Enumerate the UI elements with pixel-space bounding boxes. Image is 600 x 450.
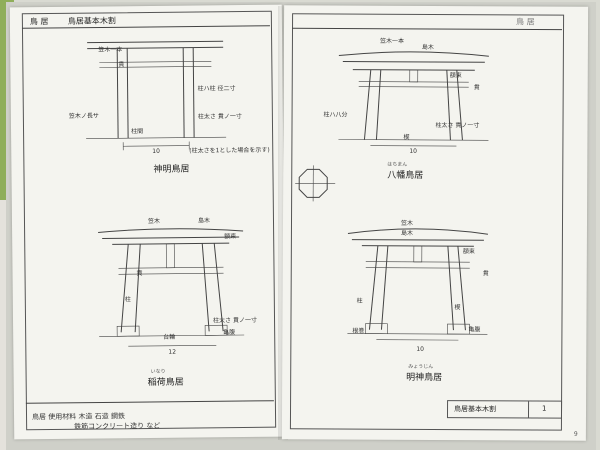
hachiman-label-kusabi: 楔 <box>403 133 410 141</box>
myojin-torii-drawing <box>347 228 489 341</box>
myojin-label-nemaki: 根巻 <box>352 327 365 335</box>
section-label: 鳥 居 <box>29 17 49 27</box>
shinmei-label-kasagi: 笠木一本 <box>98 46 123 54</box>
shinmei-torii-title: 神明鳥居 <box>153 164 190 175</box>
inari-label-hashira: 柱 <box>124 296 131 304</box>
inari-label-nuki: 貫 <box>136 270 143 278</box>
hachiman-label-kasagi: 笠木一本 <box>379 37 404 45</box>
inari-dimension: 12 <box>168 348 177 356</box>
hachiman-torii-title: 八幡鳥居 <box>387 170 424 181</box>
shinmei-label-kasagi-length: 笠木ノ長サ <box>68 112 99 120</box>
myojin-dimension: 10 <box>416 345 424 353</box>
shinmei-note: (柱太さを1とした場合を示す) <box>189 146 270 155</box>
inari-label-shimaki: 島木 <box>197 217 211 225</box>
hachiman-label-nuki: 貫 <box>473 84 480 92</box>
right-header-rule <box>292 27 563 31</box>
myojin-torii-title: 明神鳥居 <box>406 372 443 384</box>
hachiman-label-futosa: 柱太さ 貫ノ一寸 <box>435 122 480 130</box>
right-header-label: 鳥 居 <box>516 17 535 27</box>
left-page: 鳥 居 鳥居基本木割 笠木一本 貫 柱ハ柱 径二寸 柱太さ 貫ノ一寸 笠木ノ長サ… <box>9 4 287 440</box>
title-block-divider <box>527 401 530 418</box>
title-block-number: 1 <box>542 404 547 413</box>
myojin-label-kamebara: 亀腹 <box>468 326 481 334</box>
page-title: 鳥居基本木割 <box>67 16 116 26</box>
page-number: 9 <box>573 430 578 438</box>
title-block-name: 鳥居基本木割 <box>454 405 497 414</box>
inari-label-futosa: 柱太さ 貫ノ一寸 <box>213 316 257 325</box>
right-page: 鳥 居 笠木一本 島木 額束 貫 柱ハ八分 柱太さ 貫ノ一寸 楔 10 はちまん… <box>281 5 589 441</box>
hachiman-label-shimaki: 島木 <box>421 43 434 51</box>
header-rule <box>21 25 270 29</box>
shinmei-label-futosa: 柱太さ 貫ノ一寸 <box>197 113 242 121</box>
hachiman-dimension: 10 <box>409 147 418 155</box>
inari-torii-title: 稲荷鳥居 <box>147 377 184 389</box>
myojin-label-hashira: 柱 <box>356 297 363 305</box>
inari-label-kamebara: 亀腹 <box>223 329 236 337</box>
inari-label-daiwa: 台輪 <box>163 333 176 341</box>
shinmei-label-nuki: 貫 <box>118 61 125 69</box>
myojin-label-kusabi: 楔 <box>454 304 461 312</box>
hachiman-label-hashira: 柱ハ八分 <box>323 111 348 119</box>
title-block: 鳥居基本木割 1 <box>446 400 563 419</box>
myojin-label-nuki: 貫 <box>482 270 489 278</box>
inari-label-gakuzuka: 額束 <box>224 233 237 241</box>
shinmei-label-bay: 柱間 <box>131 128 144 136</box>
hachiman-label-gakuzuka: 額束 <box>449 72 462 80</box>
inari-torii-drawing <box>98 228 245 347</box>
pillar-section-detail <box>295 165 336 202</box>
materials-line-2: 鉄筋コンクリート造り など <box>74 421 161 431</box>
hachiman-torii-drawing <box>338 51 489 147</box>
myojin-label-shimaki: 島木 <box>400 229 413 237</box>
footer-rule <box>25 400 274 404</box>
myojin-label-gakuzuka: 額束 <box>462 248 475 256</box>
shinmei-dimension: 10 <box>152 147 160 155</box>
shinmei-torii-drawing <box>86 40 227 151</box>
shinmei-label-hashira: 柱ハ柱 径二寸 <box>197 85 236 93</box>
myojin-label-kasagi: 笠木 <box>400 219 414 227</box>
inari-label-kasagi: 笠木 <box>147 217 161 225</box>
